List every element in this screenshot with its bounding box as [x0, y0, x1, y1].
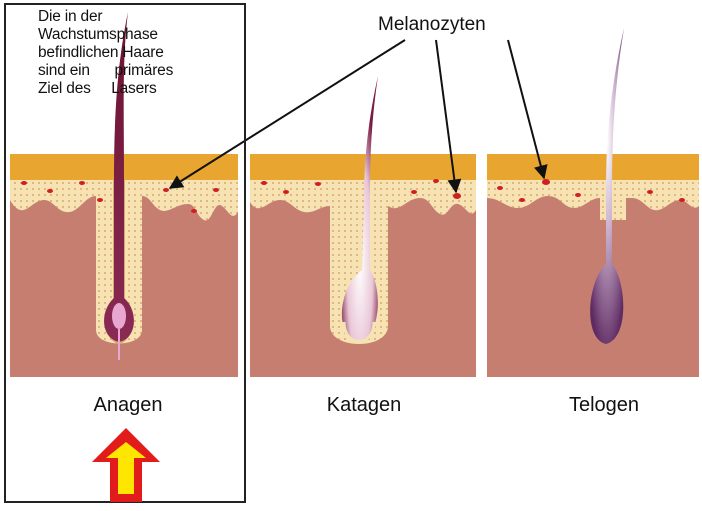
epidermis-telogen: [487, 154, 699, 180]
caption-line-3: befindlichen Haare: [38, 44, 164, 61]
caption-line-2: Wachstumsphase: [38, 26, 158, 43]
epidermis-katagen: [250, 154, 476, 180]
stage-label-katagen: Katagen: [264, 394, 464, 417]
panel-katagen: [250, 76, 476, 377]
up-arrow-icon: [92, 428, 160, 502]
caption-line-5: Ziel des Lasers: [38, 80, 157, 97]
papilla-anagen: [112, 303, 126, 329]
caption-line-1: Die in der: [38, 8, 102, 25]
caption-line-4: sind ein primäres: [38, 62, 173, 79]
stage-label-telogen: Telogen: [504, 394, 702, 417]
stage-label-anagen: Anagen: [28, 394, 228, 417]
melanozyten-label: Melanozyten: [378, 14, 486, 36]
